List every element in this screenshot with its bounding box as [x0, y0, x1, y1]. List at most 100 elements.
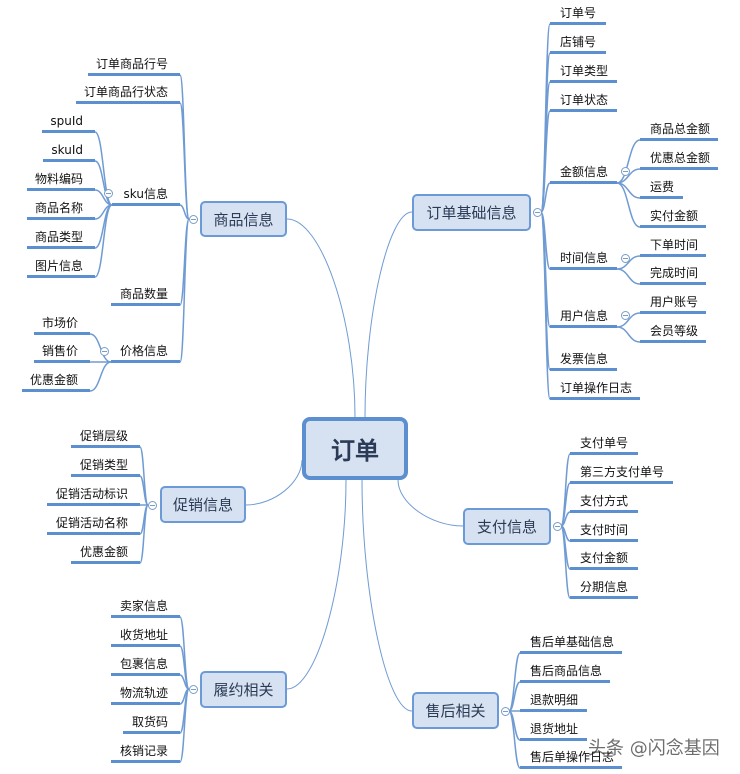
collapse-toggle-icon[interactable]	[188, 684, 198, 694]
leaf-node[interactable]: 会员等级	[640, 323, 706, 343]
leaf-connector	[139, 446, 149, 506]
leaf-node[interactable]: 优惠总金额	[640, 150, 718, 170]
leaf-connector	[616, 268, 641, 285]
branch-connector	[286, 479, 347, 690]
branch-connector	[397, 479, 464, 527]
leaf-node[interactable]: 退款明细	[520, 692, 587, 712]
leaf-connector	[540, 110, 551, 213]
branch-node[interactable]: 售后相关	[412, 692, 499, 729]
leaf-node[interactable]: 订单商品行号	[88, 56, 180, 76]
leaf-node[interactable]: 下单时间	[640, 237, 706, 257]
subtopic-node[interactable]: 金额信息	[550, 164, 617, 184]
leaf-connector	[179, 218, 190, 363]
leaf-node[interactable]: 店铺号	[550, 34, 606, 54]
leaf-node[interactable]: 退货地址	[520, 721, 587, 741]
collapse-toggle-icon[interactable]	[500, 706, 510, 716]
collapse-toggle-icon[interactable]	[188, 214, 198, 224]
branch-node[interactable]: 商品信息	[200, 201, 287, 237]
leaf-node[interactable]: 物料编码	[27, 171, 95, 191]
collapse-toggle-icon[interactable]	[552, 521, 562, 531]
leaf-connector	[89, 361, 112, 392]
leaf-node[interactable]: 商品总金额	[640, 121, 718, 141]
branch-connector	[286, 218, 356, 418]
leaf-node[interactable]: 订单号	[550, 5, 606, 25]
collapse-toggle-icon[interactable]	[620, 253, 630, 263]
leaf-node[interactable]: 核销记录	[111, 743, 180, 763]
leaf-node[interactable]: skuId	[43, 142, 95, 162]
leaf-node[interactable]: 支付方式	[570, 493, 638, 513]
collapse-toggle-icon[interactable]	[532, 207, 542, 217]
leaf-connector	[94, 204, 113, 278]
branch-node[interactable]: 订单基础信息	[412, 194, 531, 231]
leaf-node[interactable]: 完成时间	[640, 265, 706, 285]
collapse-toggle-icon[interactable]	[103, 188, 113, 198]
leaf-node[interactable]: 订单商品行状态	[76, 84, 180, 104]
leaf-node[interactable]: 物流轨迹	[111, 685, 180, 705]
leaf-node[interactable]: 包裹信息	[111, 656, 180, 676]
leaf-node[interactable]: 图片信息	[27, 258, 95, 278]
leaf-node[interactable]: 售后商品信息	[520, 663, 610, 683]
leaf-node[interactable]: 促销类型	[71, 457, 140, 477]
branch-connector	[361, 479, 413, 712]
subtopic-node[interactable]: 时间信息	[550, 250, 617, 270]
leaf-node[interactable]: 优惠金额	[22, 372, 90, 392]
collapse-toggle-icon[interactable]	[147, 500, 157, 510]
leaf-node[interactable]: 促销层级	[71, 428, 140, 448]
leaf-connector	[139, 504, 149, 564]
subtopic-node[interactable]: sku信息	[112, 186, 180, 206]
leaf-connector	[179, 204, 190, 220]
collapse-toggle-icon[interactable]	[620, 310, 630, 320]
root-node[interactable]: 订单	[302, 417, 408, 480]
leaf-node[interactable]: 促销活动标识	[47, 486, 140, 506]
leaf-node[interactable]: spuId	[42, 113, 95, 133]
leaf-node[interactable]: 商品类型	[27, 229, 95, 249]
leaf-connector	[616, 139, 641, 184]
subtopic-node[interactable]: 价格信息	[111, 343, 180, 363]
leaf-node[interactable]: 运费	[640, 179, 683, 199]
leaf-node[interactable]: 商品名称	[27, 200, 95, 220]
leaf-node[interactable]: 取货码	[123, 714, 180, 734]
leaf-connector	[139, 475, 149, 506]
leaf-node[interactable]: 卖家信息	[111, 598, 180, 618]
leaf-node[interactable]: 支付单号	[570, 435, 638, 455]
leaf-node[interactable]: 销售价	[34, 343, 90, 363]
leaf-connector	[179, 688, 190, 763]
leaf-node[interactable]: 收货地址	[111, 627, 180, 647]
watermark: 头条 @闪念基因	[588, 738, 720, 759]
leaf-connector	[508, 710, 521, 769]
leaf-node[interactable]: 支付金额	[570, 550, 638, 570]
leaf-connector	[616, 326, 641, 343]
leaf-connector	[540, 182, 551, 213]
leaf-node[interactable]: 支付时间	[570, 522, 638, 542]
leaf-node[interactable]: 实付金额	[640, 208, 706, 228]
leaf-node[interactable]: 售后单操作日志	[520, 749, 622, 769]
leaf-node[interactable]: 发票信息	[550, 351, 617, 371]
leaf-connector	[616, 182, 641, 228]
collapse-toggle-icon[interactable]	[620, 166, 630, 176]
branch-node[interactable]: 促销信息	[160, 486, 246, 523]
branch-node[interactable]: 支付信息	[463, 508, 551, 545]
leaf-node[interactable]: 优惠金额	[71, 544, 140, 564]
leaf-node[interactable]: 第三方支付单号	[570, 464, 673, 484]
leaf-node[interactable]: 订单类型	[550, 63, 617, 83]
branch-connector	[364, 211, 413, 418]
leaf-node[interactable]: 市场价	[34, 315, 90, 335]
leaf-node[interactable]: 分期信息	[570, 579, 638, 599]
leaf-connector	[508, 681, 521, 712]
leaf-node[interactable]: 商品数量	[111, 286, 180, 306]
leaf-connector	[179, 616, 190, 690]
collapse-toggle-icon[interactable]	[99, 346, 109, 356]
subtopic-node[interactable]: 用户信息	[550, 308, 617, 328]
leaf-connector	[560, 525, 571, 599]
leaf-node[interactable]: 订单操作日志	[550, 380, 640, 400]
branch-connector	[245, 459, 303, 506]
leaf-connector	[179, 102, 190, 220]
branch-node[interactable]: 履约相关	[200, 671, 287, 708]
leaf-node[interactable]: 促销活动名称	[47, 515, 140, 535]
leaf-connector	[540, 211, 551, 400]
leaf-node[interactable]: 订单状态	[550, 92, 617, 112]
leaf-connector	[560, 453, 571, 527]
leaf-node[interactable]: 用户账号	[640, 294, 706, 314]
leaf-node[interactable]: 售后单基础信息	[520, 634, 622, 654]
